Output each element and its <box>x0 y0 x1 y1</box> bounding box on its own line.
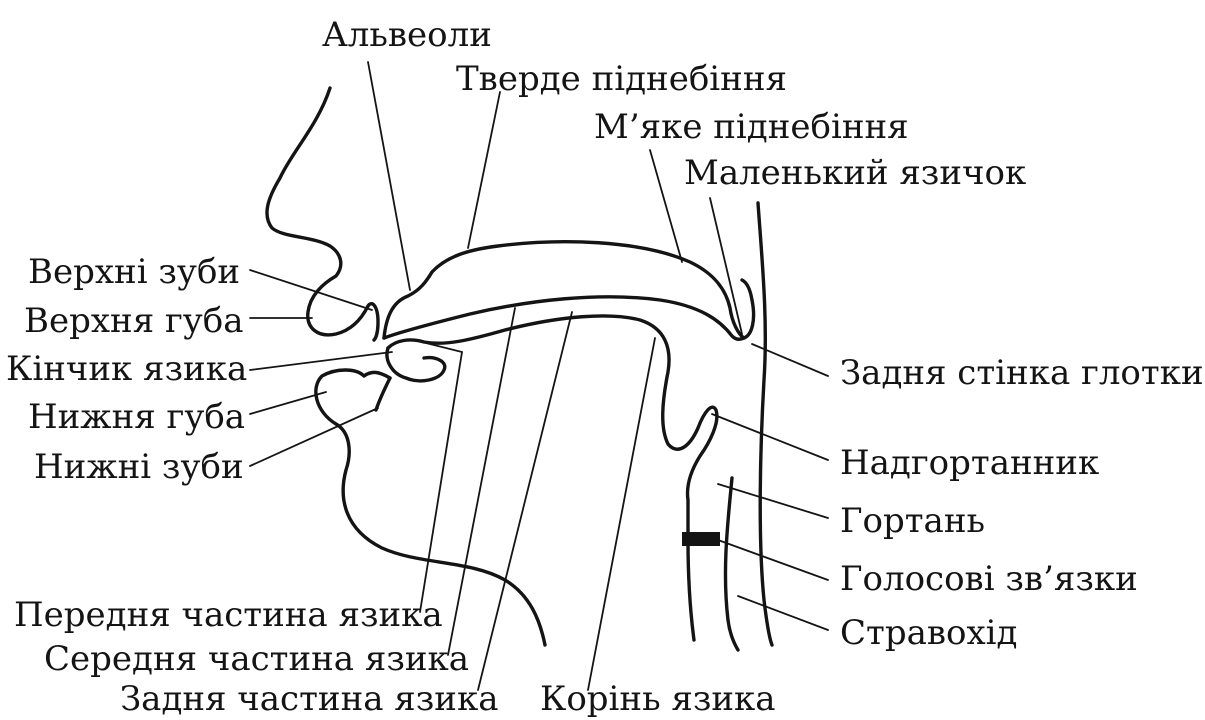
label-soft-palate: М’яке піднебіння <box>594 107 909 147</box>
pharynx-back-wall <box>758 203 772 645</box>
label-uvula: Маленький язичок <box>684 153 1026 193</box>
label-larynx: Гортань <box>840 501 985 541</box>
leader-tongue-middle <box>448 308 515 655</box>
tongue-contour <box>388 316 717 640</box>
lower-teeth <box>376 378 390 410</box>
label-upper-lip: Верхня губа <box>24 301 244 341</box>
label-esophagus: Стравохід <box>840 613 1017 653</box>
leader-hard-palate <box>468 92 500 248</box>
label-hard-palate: Тверде піднебіння <box>456 59 787 99</box>
leader-tongue-tip <box>250 352 392 370</box>
label-alveoli: Альвеоли <box>322 15 492 55</box>
larynx-wall <box>725 478 738 650</box>
label-tongue-root: Корінь язика <box>540 679 776 719</box>
label-vocal-cords: Голосові зв’язки <box>840 559 1138 599</box>
tongue-tip-underside <box>387 348 445 381</box>
face-profile-upper <box>267 88 368 335</box>
leader-lower-lip <box>250 392 326 414</box>
leader-uvula <box>710 198 742 334</box>
leader-tongue-back <box>478 312 572 690</box>
leader-tongue-root <box>588 338 655 690</box>
label-epiglottis: Надгортанник <box>840 443 1099 483</box>
leader-epiglottis <box>712 414 828 460</box>
label-tongue-back: Задня частина язика <box>120 679 498 719</box>
label-tongue-tip: Кінчик язика <box>6 349 247 389</box>
leader-vocal-cords <box>718 540 828 580</box>
label-upper-teeth: Верхні зуби <box>28 252 240 292</box>
leader-esophagus <box>738 596 828 630</box>
label-lower-teeth: Нижні зуби <box>34 447 244 487</box>
leader-lower-teeth <box>250 408 378 466</box>
label-tongue-front: Передня частина язика <box>14 595 443 635</box>
leader-tongue-front <box>420 342 462 612</box>
leader-soft-palate <box>650 150 682 262</box>
label-pharynx-back-wall: Задня стінка глотки <box>840 353 1204 393</box>
vocal-cords-band <box>682 532 720 546</box>
label-tongue-middle: Середня частина язика <box>44 639 469 679</box>
leader-alveoli <box>368 62 410 290</box>
leader-larynx <box>718 484 828 518</box>
label-lower-lip: Нижня губа <box>28 397 245 437</box>
